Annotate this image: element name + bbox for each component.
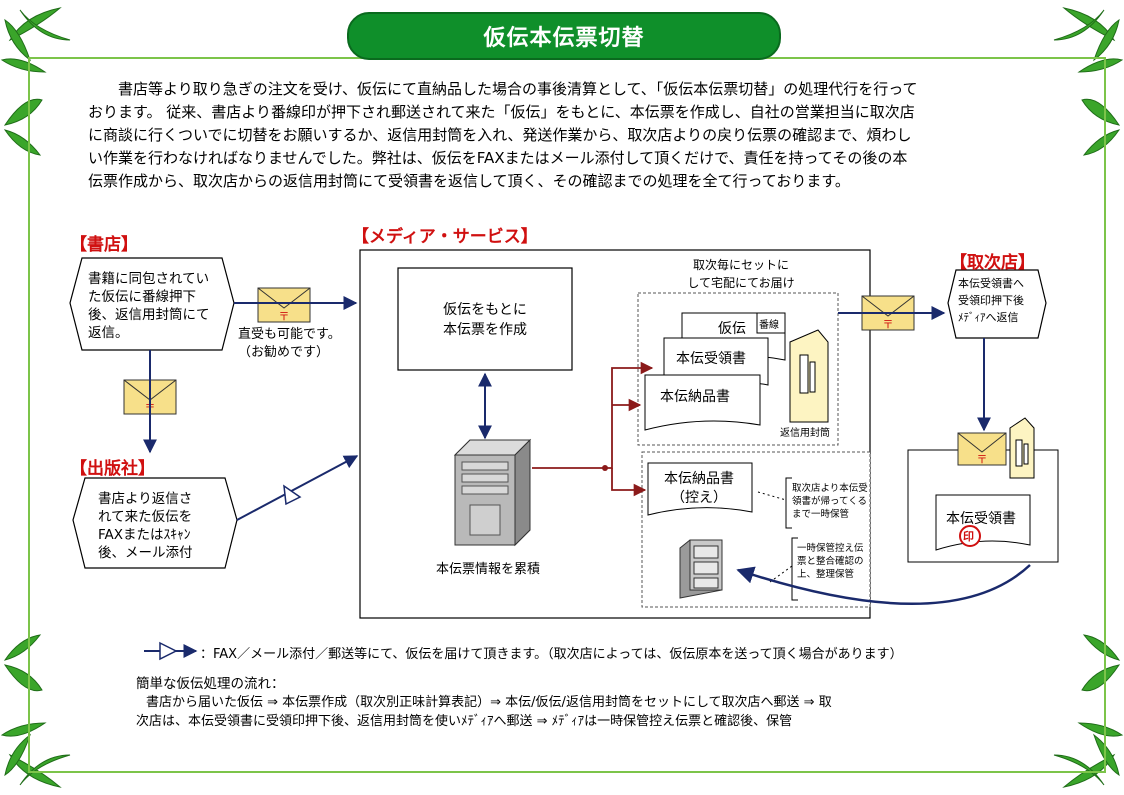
page-title-text: 仮伝本伝票切替 <box>483 26 645 51</box>
svg-text:〒: 〒 <box>977 453 988 466</box>
doc-bansen-tab <box>756 312 786 334</box>
note-keep: 取次店より本伝受 領書が帰ってくる まで一時保管 <box>792 483 868 520</box>
doc-nohinsho-label: 本伝納品書 <box>660 389 730 405</box>
leaf-decoration-icon <box>1081 98 1121 156</box>
intro-paragraph: 書店等より取り急ぎの注文を受け、仮伝にて直納品した場合の事後清算として、「仮伝本… <box>88 78 988 193</box>
return-envelope-icon <box>789 329 829 423</box>
svg-text:〒: 〒 <box>279 310 290 323</box>
intro-line: に商談に行くついでに切替をお願いするか、返信用封筒を入れ、発送作業から、取次店よ… <box>88 126 912 144</box>
publisher-box <box>72 477 238 569</box>
filing-cabinet-icon <box>679 539 723 599</box>
receipt-label: 本伝受領書 <box>946 511 1016 527</box>
note-bracket <box>785 477 792 529</box>
return-envelope-icon <box>1009 417 1035 479</box>
flow-line: 次店は、本伝受領書に受領印押下後、返信用封筒を使いﾒﾃﾞｨｱへ郵送 ⇒ ﾒﾃﾞｨ… <box>136 714 793 729</box>
process-text: 仮伝をもとに 本伝票を作成 <box>443 302 527 338</box>
process-box <box>397 267 573 371</box>
intro-line: 書店等より取り急ぎの注文を受け、仮伝にて直納品した場合の事後清算として、「仮伝本… <box>118 80 918 98</box>
media-label: 【メディア・サービス】 <box>352 227 538 247</box>
direct-note: 直受も可能です。 （お勧めです） <box>238 327 341 360</box>
stamp-label: 印 <box>963 530 974 543</box>
distributor-label: 【取次店】 <box>950 253 1035 273</box>
page-title: 仮伝本伝票切替 <box>347 12 781 60</box>
leaf-decoration-icon <box>1053 7 1124 73</box>
publisher-text: 書店より返信さ れて来た仮伝を FAXまたはｽｷｬﾝ 後、メール添付 <box>98 491 193 561</box>
arrow-publisher-to-media <box>236 455 359 521</box>
stamp-circle <box>959 525 981 547</box>
bookstore-text: 書籍に同包されてい た仮伝に番線押下 後、返信用封筒にて 返信。 <box>88 271 210 341</box>
doc-kariden-label: 仮伝 <box>718 321 746 337</box>
intro-line: おります。 従来、書店より番線印が押下され郵送されて来た「仮伝」をもとに、本伝票… <box>88 103 915 121</box>
publisher-label: 【出版社】 <box>70 459 155 479</box>
doc-copy <box>647 462 753 516</box>
server-icon <box>453 438 532 547</box>
server-caption: 本伝票情報を累積 <box>436 562 541 577</box>
note-check: 一時保管控え伝 票と整合確認の 上、整理保管 <box>797 543 864 580</box>
doc-juryosho-label: 本伝受領書 <box>676 351 746 367</box>
legend-arrow <box>144 641 198 661</box>
intro-line: 伝票作成から、取次店からの返信用封筒にて受領書を返信して頂く、その確認までの処理… <box>88 172 850 190</box>
arrow-return-to-media <box>736 564 1031 605</box>
distributor-text: 本伝受領書へ 受領印押下後 ﾒﾃﾞｨｱへ返信 <box>958 277 1024 324</box>
distributor-box <box>947 269 1047 339</box>
legend-text: ：FAX／メール添付／郵送等にて、仮伝を届けて頂きます。（取次店によっては、仮伝… <box>200 647 903 662</box>
leaf-decoration-icon <box>3 98 43 156</box>
copy-doc-label: 本伝納品書 （控え） <box>664 471 734 506</box>
flow-heading: 簡単な仮伝処理の流れ： <box>136 676 285 692</box>
set-note: 取次毎にセットに して宅配にてお届け <box>687 258 795 290</box>
envelope-icon: 〒 <box>257 287 311 323</box>
doc-nohinsho <box>644 374 761 431</box>
leaf-decoration-icon <box>0 7 71 73</box>
note-bracket <box>791 537 798 601</box>
bookstore-label: 【書店】 <box>70 235 138 255</box>
svg-text:〒: 〒 <box>883 318 894 331</box>
bookstore-box <box>69 257 235 351</box>
fax-triangle <box>283 484 302 506</box>
leaf-decoration-icon <box>3 634 43 692</box>
flow-line: 書店から届いた仮伝 ⇒ 本伝票作成（取次別正味計算表記）⇒ 本伝/仮伝/返信用封… <box>146 695 832 710</box>
envelope-icon: 〒 <box>957 432 1007 466</box>
doc-bansen-label: 番線 <box>759 320 779 331</box>
intro-line: い作業を行わなければなりませんでした。弊社は、仮伝をFAXまたはメール添付して頂… <box>88 149 908 167</box>
leaf-decoration-icon <box>1081 634 1121 692</box>
envelope-caption: 返信用封筒 <box>780 428 830 439</box>
